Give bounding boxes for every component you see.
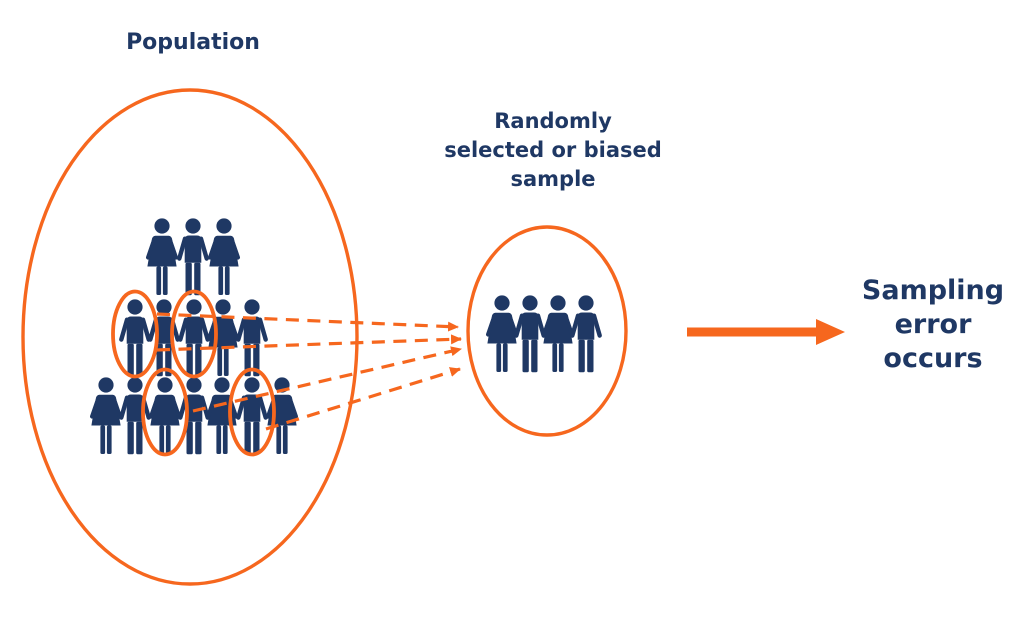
- selected-person-ellipse: [170, 289, 218, 379]
- person-icon-man: [513, 295, 547, 373]
- person-icon-woman: [89, 377, 123, 454]
- dashed-arrow-2: [156, 334, 462, 352]
- person-icon-man: [177, 299, 211, 377]
- person-icon-man: [569, 295, 603, 373]
- selection-dashed-arrows: [156, 312, 462, 431]
- dashed-arrow-1: [156, 312, 459, 332]
- dashed-arrow-4: [265, 367, 461, 431]
- sampling-error-label: Sampling error occurs: [861, 275, 1005, 374]
- person-icon-man: [235, 377, 269, 455]
- population-ellipse: [21, 88, 359, 586]
- person-icon-woman: [541, 295, 575, 372]
- person-icon-man: [235, 299, 269, 377]
- selected-person-ellipses: [111, 289, 276, 457]
- person-icon-woman: [485, 295, 519, 372]
- selected-person-ellipse: [228, 367, 276, 457]
- selected-person-ellipse: [111, 289, 159, 379]
- sample-ellipse: [466, 225, 628, 437]
- selected-person-ellipse: [141, 367, 189, 457]
- sample-label: Randomly selected or biased sample: [444, 109, 662, 191]
- dashed-arrow-3: [192, 346, 462, 413]
- person-icon-woman: [207, 218, 241, 295]
- person-icon-woman: [145, 218, 179, 295]
- person-icon-woman: [148, 377, 182, 454]
- sampling-error-arrow-icon: [687, 319, 845, 345]
- population-label: Population: [126, 30, 260, 55]
- person-icon-man: [118, 299, 152, 377]
- person-icon-man: [176, 218, 210, 296]
